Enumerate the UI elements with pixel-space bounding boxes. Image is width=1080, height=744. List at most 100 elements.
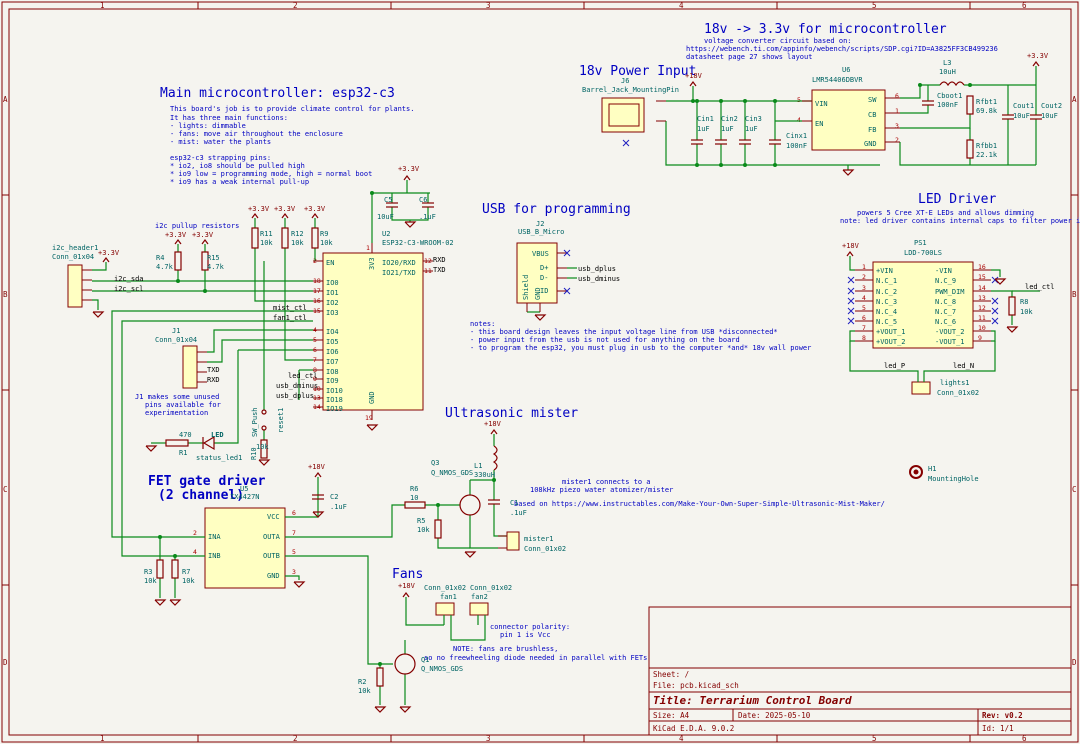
wire — [285, 555, 393, 665]
note-line: NOTE: fans are brushless, — [453, 645, 558, 653]
wire — [437, 538, 470, 549]
net-label: i2c_scl — [114, 285, 144, 293]
wire — [900, 84, 940, 99]
col-marker-2: 2 — [293, 1, 298, 10]
junction-dot — [743, 99, 747, 103]
pin-name: N.C_5 — [876, 318, 897, 326]
wire — [849, 330, 855, 342]
power-symbol — [846, 251, 854, 257]
no-connect — [563, 287, 571, 295]
inductor — [492, 445, 498, 471]
power-18v: +18V — [842, 242, 860, 250]
resistor — [171, 559, 179, 579]
wire — [207, 329, 313, 353]
pin-number: 6 — [292, 509, 296, 517]
part-ref: SW_Push — [251, 407, 259, 437]
pin-name: GND — [368, 391, 376, 404]
power-symbol — [281, 213, 289, 219]
part-value: 10k — [256, 443, 269, 451]
pin-name: VCC — [267, 513, 280, 521]
part-ref: fan2 — [471, 593, 488, 601]
part-ref: U2 — [382, 230, 390, 238]
resistor — [434, 519, 442, 539]
mosfet — [459, 494, 481, 516]
part-value: 4.7k — [156, 263, 174, 271]
pin-name: D- — [540, 274, 548, 282]
ground-symbol — [1006, 326, 1019, 333]
note-line: This board's job is to provide climate c… — [170, 105, 414, 113]
note-line: 108kHz piezo water atomizer/mister — [530, 486, 673, 494]
mister-connector: mister1 Conn_01x02 — [506, 531, 566, 553]
part-value: 22.1k — [976, 151, 998, 159]
pin-number: 6 — [862, 314, 866, 322]
pin-number: 5 — [292, 548, 296, 556]
power-18v: +18V — [685, 72, 703, 80]
pin-name: +VOUT_1 — [876, 328, 906, 336]
wire — [284, 248, 313, 361]
pin-number: 5 — [797, 96, 801, 104]
pin-name: SW — [868, 96, 877, 104]
wire — [285, 575, 300, 580]
ground-symbol — [464, 551, 477, 558]
pin-name: IO8 — [326, 368, 339, 376]
part-ref: Cboot1 — [937, 92, 962, 100]
part-value: 69.8k — [976, 107, 998, 115]
pin-number: 8 — [862, 334, 866, 342]
part-value: 4.7k — [207, 263, 225, 271]
col-marker-5-bottom: 5 — [872, 734, 877, 743]
part-value: 330uH — [474, 471, 495, 479]
part-ref: R4 — [156, 254, 164, 262]
note-line: experimentation — [145, 409, 208, 417]
no-connect — [847, 276, 855, 284]
part-value: 10k — [260, 239, 273, 247]
pin-number: 13 — [978, 294, 986, 302]
part-ref: Cin3 — [745, 115, 762, 123]
part-ref: Rfbt1 — [976, 98, 997, 106]
led-driver-ps1: PS1 LDD-700LS — [872, 239, 974, 349]
part-ref: Cout1 — [1013, 102, 1034, 110]
part-ref: R6 — [410, 485, 418, 493]
junction-dot — [719, 99, 723, 103]
power-labels: +3.3V +3.3V +3.3V +3.3V +3.3V +3.3V +3.3… — [98, 52, 1049, 590]
led-diode — [202, 436, 215, 451]
part-ref: U6 — [842, 66, 850, 74]
pin-name: IO7 — [326, 358, 339, 366]
pin-name: 3V3 — [368, 257, 376, 270]
title-main-mcu: Main microcontroller: esp32-c3 — [160, 86, 395, 101]
title-block: Sheet: / File: pcb.kicad_sch Title: Terr… — [648, 606, 1072, 736]
pin-number: 7 — [862, 324, 866, 332]
pin-name: EN — [326, 259, 334, 267]
pin-name: INB — [208, 552, 221, 560]
pin-name: +VOUT_2 — [876, 338, 906, 346]
pin-name: N.C_9 — [935, 277, 956, 285]
pin-number: 1 — [895, 107, 899, 115]
ground-symbol — [404, 221, 417, 228]
pin-name: -VIN — [935, 267, 952, 275]
wire — [92, 299, 99, 310]
col-marker-1-bottom: 1 — [100, 734, 105, 743]
part-value: ESP32-C3-WROOM-02 — [382, 239, 454, 247]
note-i2c-pullups: i2c pullup resistors — [155, 222, 239, 230]
resistor — [165, 439, 189, 447]
net-label: usb_dplus — [578, 265, 616, 273]
power-3v3: +3.3V — [304, 205, 326, 213]
pin-number: 6 — [895, 92, 899, 100]
pin-name: IO19 — [326, 405, 343, 413]
part-value: 10uH — [939, 68, 956, 76]
switch-contact — [261, 425, 267, 431]
ground-symbol — [154, 599, 167, 606]
note-line: * io2, io8 should be pulled high — [170, 162, 305, 170]
part-ref: LED — [211, 431, 224, 439]
i2c-header: i2c_header1 Conn_01x04 — [52, 244, 98, 308]
wire — [991, 330, 996, 342]
pin-name: GND — [267, 572, 280, 580]
pin-number: 2 — [895, 136, 899, 144]
part-value: 10k — [320, 239, 333, 247]
pin-name: N.C_8 — [935, 298, 956, 306]
pin-name: OUTB — [263, 552, 280, 560]
note-line: datasheet page 27 shows layout — [686, 53, 812, 61]
part-value: Q_NMOS_GDS — [421, 665, 463, 673]
power-symbol — [311, 213, 319, 219]
no-connect — [991, 297, 999, 305]
part-value: Conn_01x02 — [424, 584, 466, 592]
